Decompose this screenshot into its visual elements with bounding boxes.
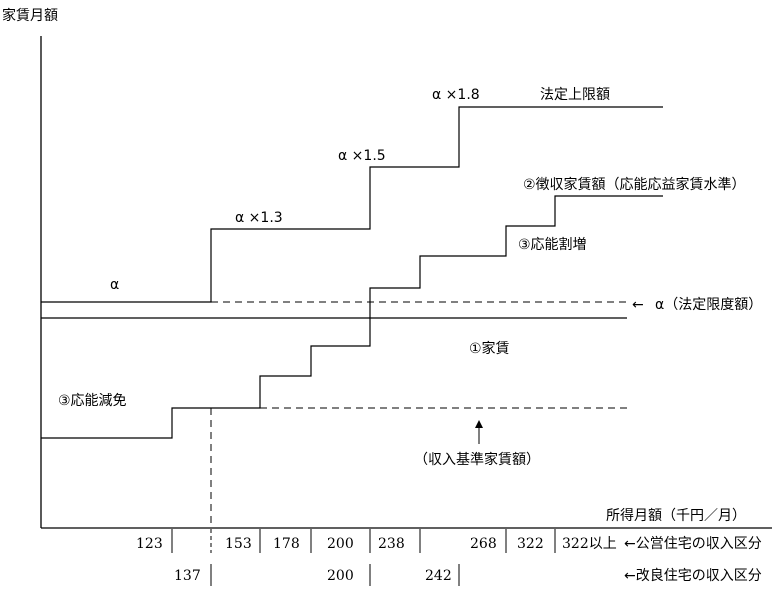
public-value-322-over: 322以上	[562, 536, 617, 552]
improved-value-200: 200	[327, 568, 354, 584]
increase-region-label: ③応能割増	[518, 236, 587, 253]
public-value-200: 200	[327, 536, 354, 552]
improved-value-242: 242	[425, 568, 452, 584]
up-arrow-head	[475, 420, 483, 428]
improved-housing-caption: ←改良住宅の収入区分	[624, 568, 762, 584]
public-value-153: 153	[225, 536, 252, 552]
income-standard-label: （収入基準家賃額）	[414, 451, 540, 468]
improved-value-137: 137	[174, 568, 201, 584]
public-value-178: 178	[273, 536, 300, 552]
x-axis-label: 所得月額（千円／月）	[606, 507, 746, 524]
improved-housing-ticks	[210, 564, 460, 586]
alpha-x13-label: α ×1.3	[235, 210, 283, 226]
public-housing-values: 123 153 178 200 238 268 322 322以上	[136, 536, 617, 552]
y-axis-label: 家賃月額	[2, 7, 58, 24]
reduction-region-label: ③応能減免	[58, 392, 127, 409]
legal-upper-limit-line	[41, 106, 663, 303]
public-value-268: 268	[470, 536, 497, 552]
improved-housing-values: 137 200 242	[174, 568, 452, 584]
legal-upper-label: 法定上限額	[540, 87, 610, 103]
public-value-123: 123	[136, 536, 163, 552]
public-value-322: 322	[517, 536, 544, 552]
collected-rent-line	[41, 195, 663, 439]
alpha-x18-label: α ×1.8	[432, 87, 480, 103]
public-housing-ticks	[171, 529, 556, 553]
alpha-legal-arrow: ←	[632, 297, 644, 313]
alpha-label: α	[110, 277, 119, 293]
alpha-x15-label: α ×1.5	[338, 148, 386, 164]
public-housing-caption: ←公営住宅の収入区分	[624, 536, 762, 552]
collected-rent-label: ②徴収家賃額（応能応益家賃水準）	[523, 176, 746, 193]
rent-region-label: ①家賃	[469, 340, 510, 357]
alpha-legal-limit-label: α（法定限度額）	[655, 297, 762, 313]
public-value-238: 238	[378, 536, 405, 552]
